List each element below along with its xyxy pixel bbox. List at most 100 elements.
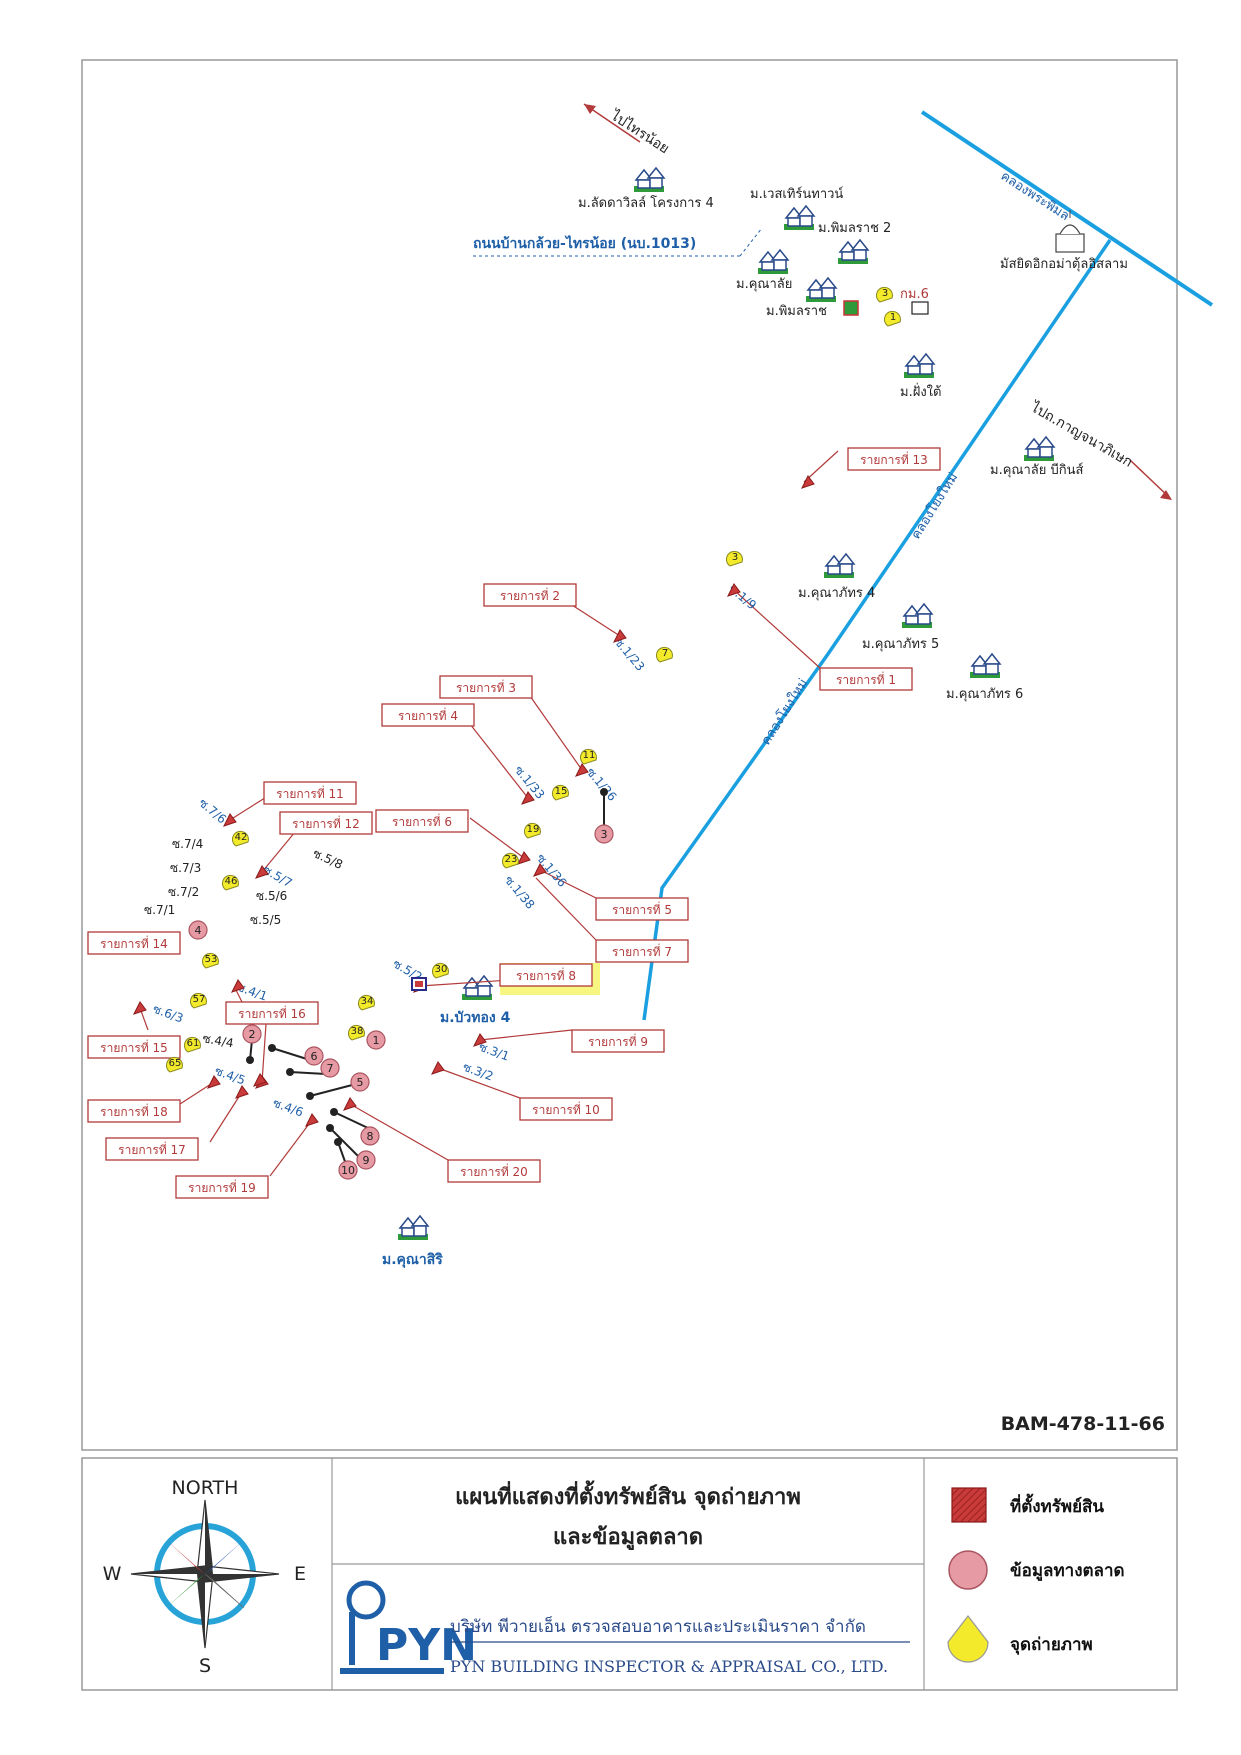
market-link-dot — [330, 1108, 338, 1116]
item-box-label: รายการที่ 7 — [612, 943, 672, 959]
svg-text:9: 9 — [363, 1154, 370, 1167]
soi-label: ซ.5/6 — [256, 889, 287, 903]
arrow-head-sainoi — [584, 104, 596, 114]
svg-text:19: 19 — [527, 824, 540, 835]
svg-text:10: 10 — [341, 1164, 355, 1177]
property-marker — [235, 1085, 249, 1099]
svg-text:7: 7 — [662, 648, 668, 659]
svg-text:23: 23 — [505, 854, 518, 865]
photo-point-3: 3 — [726, 550, 743, 567]
item-box-label: รายการที่ 6 — [392, 813, 452, 829]
svg-text:61: 61 — [187, 1038, 200, 1049]
property-marker — [305, 1113, 319, 1127]
market-point-3: 3 — [594, 824, 614, 844]
market-point-4: 4 — [188, 920, 208, 940]
soi-label: ซ.6/3 — [151, 1002, 185, 1026]
legend-photo-label: จุดถ่ายภาพ — [1010, 1635, 1093, 1655]
subject-property-fill — [415, 981, 423, 987]
property-markers — [133, 475, 815, 1127]
place-pimonrat: ม.พิมลราช — [766, 304, 827, 319]
canal-yai-label-1: คลองโยงใหม่ — [908, 470, 961, 542]
svg-text:53: 53 — [205, 954, 218, 965]
item-box-frame — [279, 811, 373, 835]
place-khunasiri: ม.คุณาสิริ — [382, 1252, 443, 1268]
legend-market-swatch — [948, 1550, 988, 1590]
svg-text:7: 7 — [327, 1062, 334, 1075]
market-link-dot — [306, 1092, 314, 1100]
photo-point-53: 53 — [202, 952, 219, 969]
item-box-frame — [375, 809, 469, 833]
item-box-label: รายการที่ 3 — [456, 679, 516, 695]
house-icon — [1023, 436, 1055, 462]
svg-text:34: 34 — [361, 996, 374, 1007]
svg-text:3: 3 — [601, 828, 608, 841]
to-sainoi-label: ไปไทรน้อย — [607, 107, 672, 158]
item-box-5: รายการที่ 5 — [595, 897, 689, 921]
soi-label: ซ.7/3 — [170, 861, 201, 875]
item-box-14: รายการที่ 14 — [87, 931, 181, 955]
item-box-label: รายการที่ 11 — [276, 785, 344, 801]
item-box-frame — [483, 583, 577, 607]
main-road-label: ถนนบ้านกล้วย-ไทรน้อย (นบ.1013) — [473, 234, 696, 252]
legend-panel — [81, 1457, 1178, 1691]
house-icon — [757, 249, 789, 275]
item-box-18: รายการที่ 18 — [87, 1099, 181, 1123]
property-marker — [343, 1097, 357, 1111]
item-box-frame — [847, 447, 941, 471]
item-box-label: รายการที่ 19 — [188, 1179, 256, 1195]
item-box-frame — [819, 667, 913, 691]
item-box-11: รายการที่ 11 — [263, 781, 357, 805]
market-link-dot — [286, 1068, 294, 1076]
property-marker — [575, 763, 589, 777]
soi-label: ซ.7/4 — [172, 837, 203, 851]
svg-text:11: 11 — [583, 750, 596, 761]
item-box-10: รายการที่ 10 — [519, 1097, 613, 1121]
compass-south: S — [199, 1655, 211, 1677]
item-box-17: รายการที่ 17 — [105, 1137, 199, 1161]
item-box-label: รายการที่ 14 — [100, 935, 168, 951]
company-logo: PYN — [340, 1580, 477, 1674]
map-frame — [81, 59, 1178, 1451]
market-point-1: 1 — [366, 1030, 386, 1050]
photo-point-46: 46 — [222, 874, 239, 891]
market-link-dot — [326, 1124, 334, 1132]
item-box-label: รายการที่ 12 — [292, 815, 360, 831]
property-marker — [517, 851, 531, 865]
arrow-to-sainoi — [583, 103, 641, 143]
market-point-6: 6 — [304, 1046, 324, 1066]
photo-point-23: 23 — [502, 852, 519, 869]
item-box-label: รายการที่ 10 — [532, 1101, 600, 1117]
mosque-icon — [1055, 210, 1085, 253]
item-box-3: รายการที่ 3 — [439, 675, 533, 699]
place-ladawan: ม.ลัดดาวิลล์ โครงการ 4 — [578, 195, 714, 211]
market-point-7: 7 — [320, 1058, 340, 1078]
item-box-frame — [225, 1001, 319, 1025]
property-marker — [231, 979, 245, 993]
svg-text:42: 42 — [235, 832, 248, 843]
market-point-8: 8 — [360, 1126, 380, 1146]
place-khunapat6: ม.คุณาภัทร 6 — [946, 687, 1023, 702]
place-khunalai: ม.คุณาลัย — [736, 277, 792, 292]
property-marker — [533, 863, 547, 877]
item-box-label: รายการที่ 17 — [118, 1141, 186, 1157]
soi-label: ซ.4/4 — [201, 1031, 234, 1050]
house-icon — [461, 975, 493, 1001]
arrow-to-kanchanaphisek — [1129, 459, 1171, 499]
house-icon — [783, 205, 815, 231]
company-name-th: บริษัท พีวายเอ็น ตรวจสอบอาคารและประเมินร… — [450, 1615, 866, 1637]
market-point-10: 10 — [338, 1160, 358, 1180]
main-road-arrow — [739, 227, 763, 257]
item-box-frame — [499, 963, 593, 987]
item-box-frame — [519, 1097, 613, 1121]
soi-label: ซ.3/2 — [461, 1060, 495, 1084]
photo-point-1: 1 — [884, 310, 901, 327]
company-name-en: PYN BUILDING INSPECTOR & APPRAISAL CO., … — [450, 1657, 888, 1676]
logo-text: PYN — [376, 1620, 477, 1671]
photo-point-65: 65 — [166, 1056, 183, 1073]
photo-point-34: 34 — [358, 994, 375, 1011]
canal-yai-label-2: คลองโยงใหม่ — [758, 676, 811, 748]
